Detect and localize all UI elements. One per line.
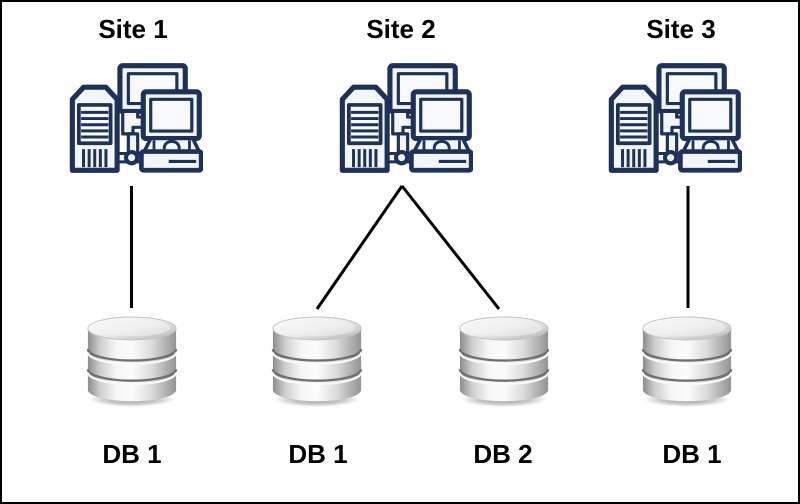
workstation-icon [69,63,203,173]
db-label: DB 1 [288,439,348,469]
site-3-label: Site 3 [646,14,716,44]
workstation-icon [339,63,473,173]
db-label: DB 2 [473,439,533,469]
database-cylinder-icon [641,316,733,408]
site-1-label: Site 1 [98,14,168,44]
workstation-icon [608,63,742,173]
database-cylinder-icon [86,316,178,408]
connector-site2-db2 [400,185,501,310]
site-2-label: Site 2 [366,14,436,44]
connector-site2-db1 [315,185,404,310]
database-cylinder-icon [458,316,550,408]
db-label: DB 1 [662,439,722,469]
db-label: DB 1 [102,439,162,469]
database-cylinder-icon [271,316,363,408]
